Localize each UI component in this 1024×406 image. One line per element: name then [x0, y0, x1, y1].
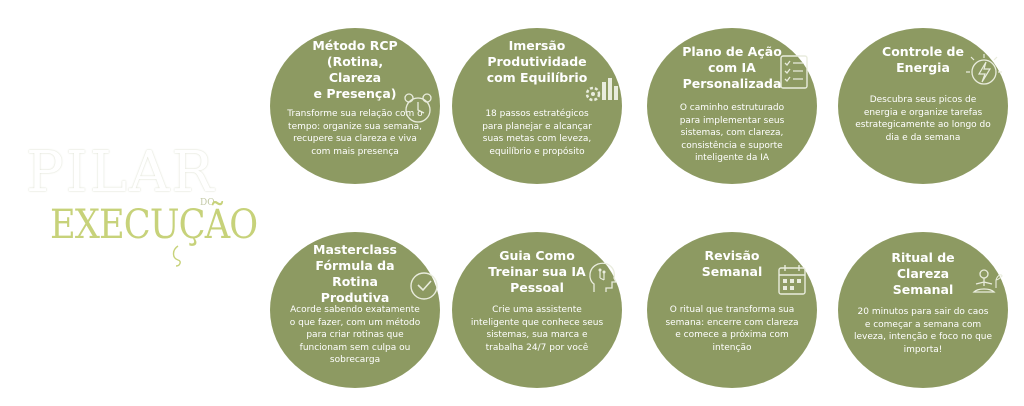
card-imersao-produtividade[interactable]: Imersão Produtividade com Equilíbrio 18 …: [452, 28, 622, 184]
card-description: Descubra seus picos de energia e organiz…: [855, 95, 991, 143]
card-title: Guia Como Treinar sua IA Pessoal: [488, 248, 586, 295]
alarm-clock-icon: [400, 88, 440, 128]
card-title: Método RCP (Rotina, Clareza e Presença): [312, 38, 398, 101]
logo-swirl-icon: [172, 245, 181, 267]
card-description: Acorde sabendo exatamente o que fazer, c…: [289, 305, 421, 365]
card-title: Masterclass Fórmula da Rotina Produtiva: [313, 242, 397, 305]
calendar-icon: [773, 260, 813, 300]
meditation-plant-icon: [964, 262, 1004, 302]
card-description: 18 passos estratégicos para planejar e a…: [482, 109, 592, 157]
card-description: 20 minutos para sair do caos e começar a…: [853, 307, 993, 355]
checklist-icon: [775, 52, 815, 92]
pilar-execucao-logo: PILAR DO EXECUÇÃO: [20, 140, 258, 280]
card-description: Crie uma assistente inteligente que conh…: [470, 305, 604, 353]
card-title: Ritual de Clareza Semanal: [891, 250, 955, 297]
card-controle-de-energia[interactable]: Controle de Energia Descubra seus picos …: [838, 28, 1008, 184]
card-description: O ritual que transforma sua semana: ence…: [665, 305, 799, 353]
card-description: Transforme sua relação com o tempo: orga…: [287, 109, 423, 157]
card-description: O caminho estruturado para implementar s…: [679, 103, 785, 163]
card-title: Imersão Produtividade com Equilíbrio: [486, 38, 588, 85]
card-title: Controle de Energia: [882, 44, 964, 75]
card-metodo-rcp[interactable]: Método RCP (Rotina, Clareza e Presença) …: [270, 28, 440, 184]
card-revisao-semanal[interactable]: Revisão Semanal O ritual que transforma …: [647, 232, 817, 388]
card-ritual-de-clareza[interactable]: Ritual de Clareza Semanal 20 minutos par…: [838, 232, 1008, 388]
check-circle-icon: [404, 266, 444, 306]
card-plano-de-acao[interactable]: Plano de Ação com IA Personalizada O cam…: [647, 28, 817, 184]
card-title: Plano de Ação com IA Personalizada: [682, 44, 782, 91]
card-masterclass-rotina[interactable]: Masterclass Fórmula da Rotina Produtiva …: [270, 232, 440, 388]
ai-head-icon: [582, 258, 622, 298]
gear-chart-icon: [584, 72, 624, 112]
card-guia-treinar-ia[interactable]: Guia Como Treinar sua IA Pessoal Crie um…: [452, 232, 622, 388]
logo-word-execucao: EXECUÇÃO: [50, 202, 258, 248]
energy-bolt-icon: [964, 50, 1004, 90]
card-title: Revisão Semanal: [701, 248, 763, 279]
logo-word-pilar: PILAR: [26, 140, 216, 205]
logo-word-do: DO: [200, 198, 215, 208]
